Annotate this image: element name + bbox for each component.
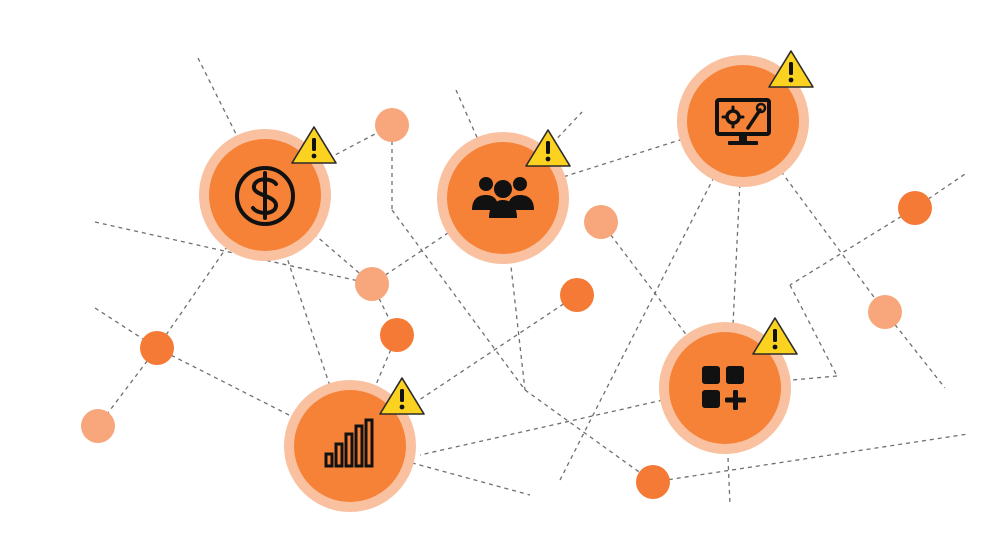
network-node: [380, 318, 414, 352]
connection-line: [559, 119, 744, 481]
hub-team: [437, 129, 571, 264]
network-node: [560, 278, 594, 312]
network-node: [140, 331, 174, 365]
network-node: [355, 267, 389, 301]
connection-line: [197, 57, 266, 193]
network-node: [898, 191, 932, 225]
network-node: [868, 295, 902, 329]
bar-chart-icon: [324, 418, 374, 468]
warning-icon: [752, 317, 798, 355]
connection-line: [789, 207, 916, 286]
network-node: [81, 409, 115, 443]
user-group-icon: [472, 177, 534, 218]
dollar-circle-icon: [235, 166, 295, 226]
network-node: [375, 108, 409, 142]
monitor-gear-wrench-icon: [715, 98, 771, 145]
connection-line: [652, 433, 969, 483]
network-node: [636, 465, 670, 499]
network-nodes: [81, 108, 932, 499]
connection-line: [391, 209, 526, 391]
app-grid-add-icon: [702, 366, 746, 410]
hub-settings: [677, 50, 814, 187]
connection-lines: [94, 57, 969, 506]
warning-icon: [291, 126, 337, 164]
hub-analytics: [284, 377, 425, 512]
warning-icon: [768, 50, 814, 88]
hub-apps: [659, 317, 798, 454]
hub-finance: [199, 126, 337, 261]
connection-line: [524, 389, 654, 483]
connection-line: [789, 284, 838, 377]
connection-line: [349, 445, 531, 496]
warning-icon: [379, 377, 425, 415]
network-node: [584, 205, 618, 239]
warning-icon: [525, 129, 571, 167]
